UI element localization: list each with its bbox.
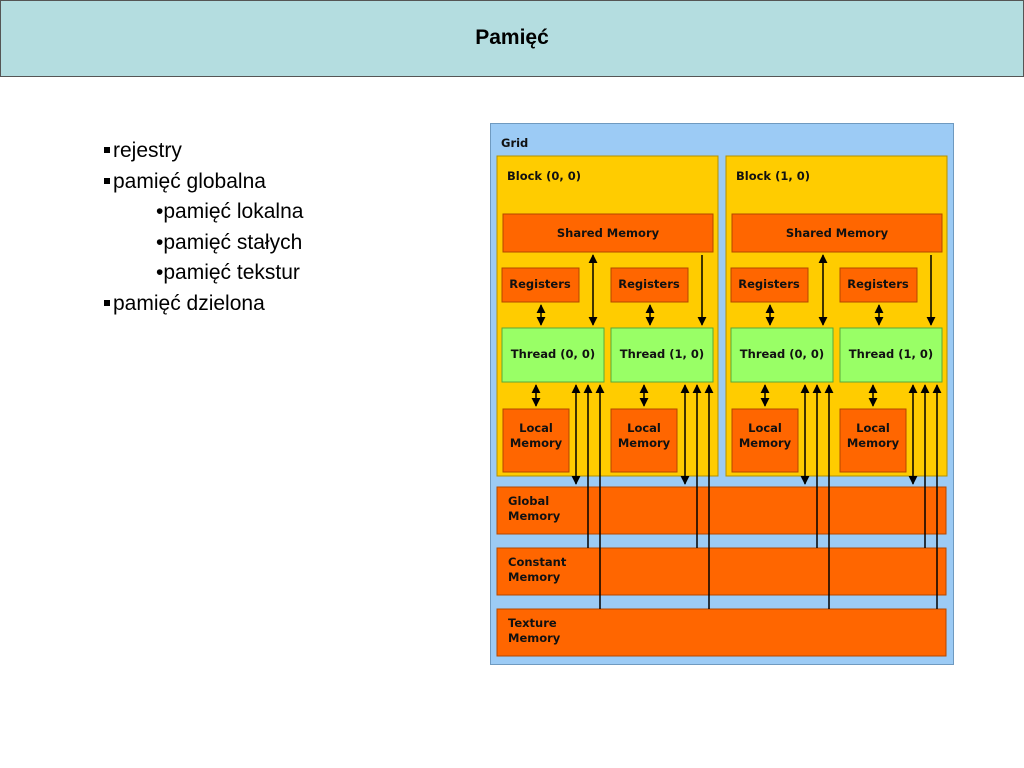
arrows [531,254,942,609]
local-memory-label: Local [856,421,890,435]
registers-label: Registers [847,277,909,291]
bullet-list: rejestry pamięć globalna •pamięć lokalna… [104,136,303,319]
local-memory-b1-t0 [731,408,799,473]
dot-bullet-icon: • [156,261,164,284]
sub-bullet-item: •pamięć stałych [156,230,303,254]
thread-b0-t0 [501,327,605,383]
dot-bullet-icon: • [156,200,164,223]
registers-b0-t1 [610,267,689,303]
thread-label: Thread (0, 0) [511,347,595,361]
square-bullet-icon [104,177,110,184]
local-memory-b0-t1 [610,408,678,473]
global-memory [496,486,947,535]
thread-label: Thread (1, 0) [620,347,704,361]
shared-memory-0 [502,213,714,253]
block-0-label: Block (0, 0) [507,169,581,183]
global-memory-label: Global [508,494,549,508]
local-memory-label: Memory [739,436,792,450]
registers-label: Registers [738,277,800,291]
global-memory-label: Memory [508,509,561,523]
local-memory-label: Local [519,421,553,435]
local-memory-label: Local [748,421,782,435]
shared-memory-0-label: Shared Memory [557,226,660,240]
local-memory-label: Memory [847,436,900,450]
texture-memory-label: Memory [508,631,561,645]
local-memory-label: Memory [618,436,671,450]
texture-memory-label: Texture [508,616,557,630]
sub-bullet-item: •pamięć lokalna [156,200,304,223]
thread-b1-t1 [839,327,943,383]
registers-label: Registers [509,277,571,291]
registers-b1-t1 [839,267,918,303]
registers-label: Registers [618,277,680,291]
title-bar: Pamięć [0,0,1024,77]
local-memory-b1-t1 [839,408,907,473]
sub-bullet-item: •pamięć tekstur [156,261,300,284]
registers-b1-t0 [730,267,809,303]
square-bullet-icon [104,147,110,153]
bullet-item: rejestry [104,136,303,167]
slide-title: Pamięć [475,25,549,49]
shared-memory-1-label: Shared Memory [786,226,889,240]
bullet-item: pamięć dzielona [104,289,303,320]
thread-label: Thread (0, 0) [740,347,824,361]
block-1-label: Block (1, 0) [736,169,810,183]
registers-b0-t0 [501,267,580,303]
constant-memory-label: Memory [508,570,561,584]
texture-memory [496,608,947,657]
grid-label: Grid [501,136,528,150]
thread-b1-t0 [730,327,834,383]
cuda-memory-diagram: Grid Block (0, 0) Block (1, 0) Shared Me… [490,123,954,665]
thread-b0-t1 [610,327,714,383]
bullet-item: pamięć globalna [104,167,303,198]
thread-label: Thread (1, 0) [849,347,933,361]
local-memory-b0-t0 [502,408,570,473]
constant-memory-label: Constant [508,555,567,569]
constant-memory [496,547,947,596]
dot-bullet-icon: • [156,230,164,254]
square-bullet-icon [104,299,110,306]
local-memory-label: Memory [510,436,563,450]
shared-memory-1 [731,213,943,253]
local-memory-label: Local [627,421,661,435]
